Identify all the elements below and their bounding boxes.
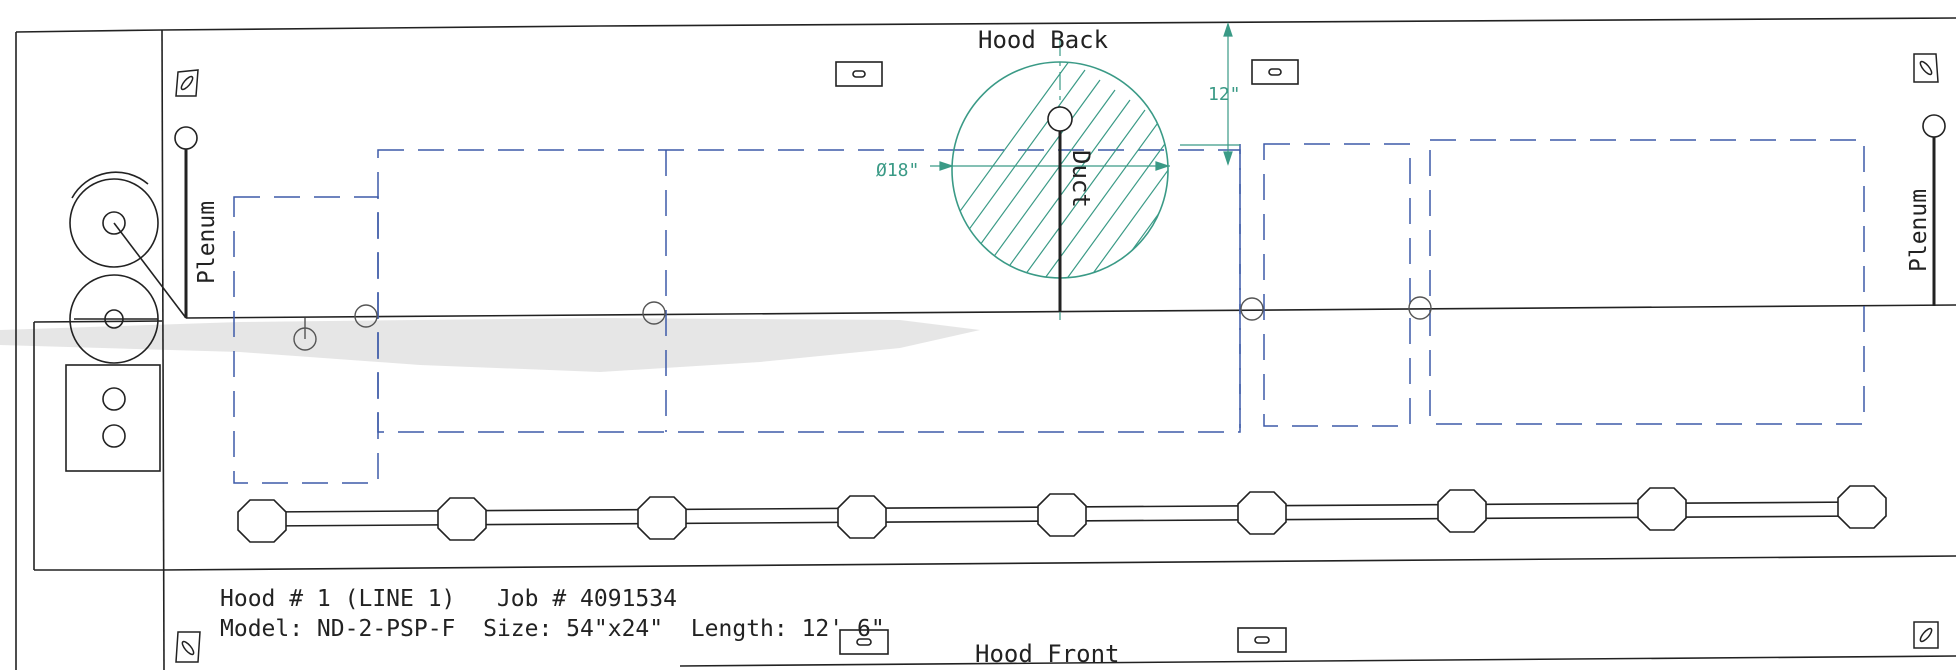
riser-caps <box>174 106 1946 150</box>
light-bar <box>237 485 1887 543</box>
corner-bolt-icon <box>175 53 1939 663</box>
title-block-line1: Hood # 1 (LINE 1) Job # 4091534 <box>220 586 677 612</box>
plenum-risers <box>184 128 1936 318</box>
hood-back-label: Hood Back <box>978 26 1109 54</box>
hood-frame <box>15 17 1956 670</box>
nozzle-markers <box>293 296 1432 351</box>
dimension-markers <box>930 22 1240 171</box>
plenum-left-label: Plenum <box>194 201 220 284</box>
plenum-right-label: Plenum <box>1906 189 1932 272</box>
scan-smudge <box>0 318 980 372</box>
pulley-assembly <box>69 171 187 364</box>
control-box <box>65 364 161 472</box>
duct-diameter-label: Ø18" <box>876 160 919 181</box>
duct-label: Duct <box>1067 150 1095 208</box>
title-block-line2: Model: ND-2-PSP-F Size: 54"x24" Length: … <box>220 616 885 642</box>
duct-offset-label: 12" <box>1208 84 1241 105</box>
hanger-bracket-icon <box>835 59 1299 655</box>
hood-front-label: Hood Front <box>975 640 1120 668</box>
filter-outlines <box>233 139 1865 484</box>
